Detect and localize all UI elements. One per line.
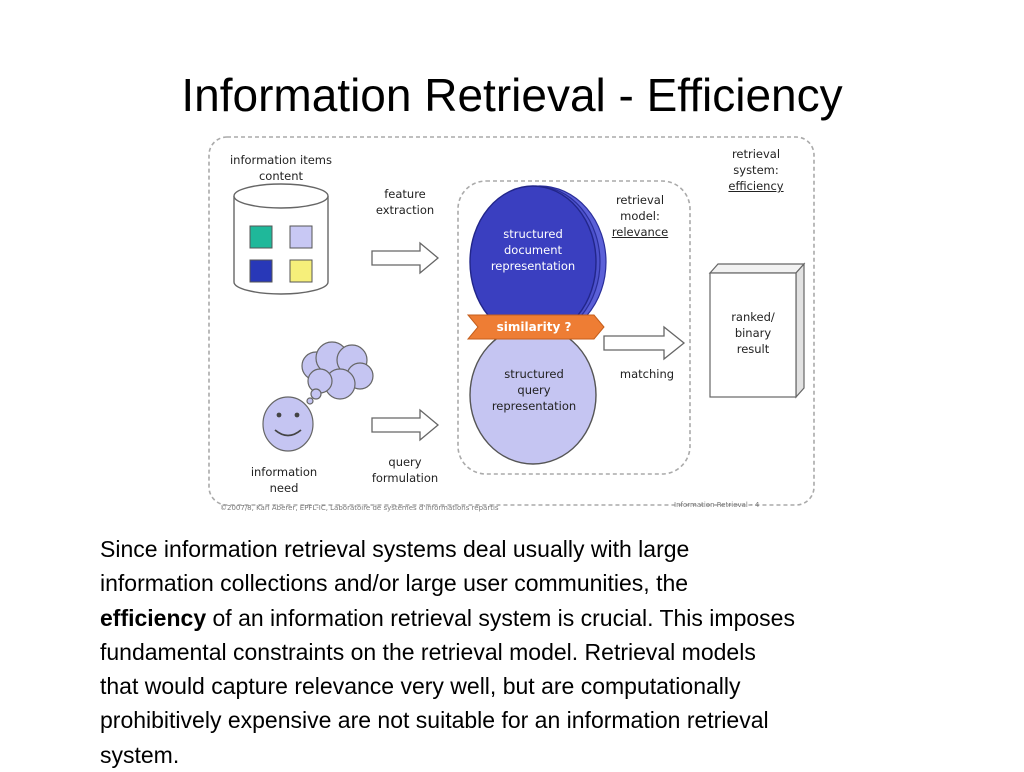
page-reference: Information Retrieval - 4 xyxy=(674,501,760,509)
copyright-note: ©2007/8, Karl Aberer, EPFL-IC, Laboratoi… xyxy=(220,504,499,512)
information-need-label: information need xyxy=(250,465,318,495)
similarity-label: similarity ? xyxy=(496,320,572,334)
query-arrow-icon xyxy=(371,408,440,442)
slide-title: Information Retrieval - Efficiency xyxy=(181,69,843,121)
relevance-label: relevance xyxy=(611,225,669,239)
paragraph-line: fundamental constraints on the retrieval… xyxy=(100,638,756,665)
paragraph-line: efficiency of an information retrieval s… xyxy=(100,601,980,635)
retrieval-system-label: retrieval system: xyxy=(731,147,781,177)
item-square-lavender xyxy=(289,225,313,249)
similarity-band xyxy=(466,314,605,340)
feature-extraction-label: feature extraction xyxy=(375,187,435,217)
result-label: ranked/ binary result xyxy=(731,310,775,356)
item-square-blue xyxy=(249,259,273,283)
ir-diagram: information items content feature extrac… xyxy=(206,134,818,516)
matching-arrow-icon xyxy=(603,325,686,361)
retrieval-model-label: retrieval model: xyxy=(615,193,665,223)
paragraph-line: system. xyxy=(100,741,180,768)
paragraph-line: prohibitively expensive are not suitable… xyxy=(100,707,769,734)
outer-dashed-frame xyxy=(208,136,815,506)
query-formulation-label: query formulation xyxy=(371,455,439,485)
item-square-yellow xyxy=(289,259,313,283)
feature-arrow-icon xyxy=(371,241,440,275)
smiley-face-icon xyxy=(262,396,314,452)
document-representation-ellipse xyxy=(469,185,607,339)
inner-dashed-frame xyxy=(457,180,691,475)
paragraph-line-rest: of an information retrieval system is cr… xyxy=(206,604,795,631)
efficiency-label: efficiency xyxy=(728,179,784,193)
thought-cloud-icon xyxy=(301,341,374,405)
body-paragraph: Since information retrieval systems deal… xyxy=(100,532,980,772)
paragraph-line: that would capture relevance very well, … xyxy=(100,673,741,700)
database-cylinder-icon xyxy=(233,183,329,295)
document-representation-label: structured document representation xyxy=(490,227,576,273)
matching-label: matching xyxy=(619,367,675,381)
information-items-label: information items content xyxy=(229,153,332,183)
diagram-graphics xyxy=(208,136,815,506)
efficiency-emphasis: efficiency xyxy=(100,604,207,631)
paragraph-line: information collections and/or large use… xyxy=(100,570,689,597)
item-square-green xyxy=(249,225,273,249)
query-representation-label: structured query representation xyxy=(491,367,577,413)
result-box-icon xyxy=(708,262,806,399)
paragraph-line: Since information retrieval systems deal… xyxy=(100,536,690,562)
